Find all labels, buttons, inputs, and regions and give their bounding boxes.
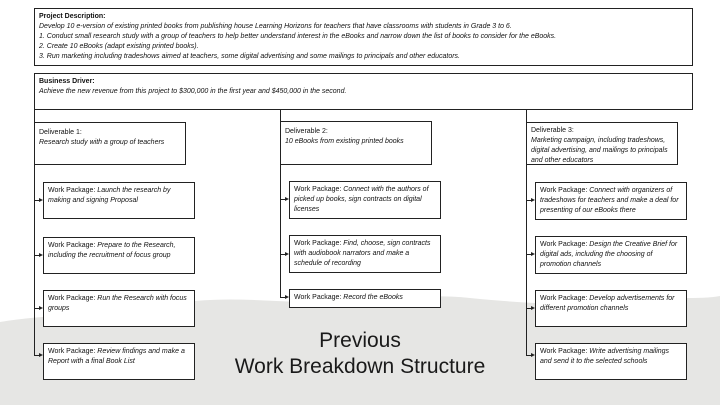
work-package-label: Work Package: — [294, 294, 342, 301]
deliverable-text: Marketing campaign, including tradeshows… — [531, 137, 668, 164]
work-package-box: Work Package: Write advertising mailings… — [535, 343, 687, 380]
work-package-box: Work Package: Launch the research by mak… — [43, 182, 195, 219]
connector-line — [526, 355, 532, 356]
work-package-box: Work Package: Connect with the authors o… — [289, 181, 441, 219]
slide-title-line1: Previous — [319, 329, 401, 352]
work-package-box: Work Package: Run the Research with focu… — [43, 290, 195, 327]
work-package-text: Launch the research by making and signin… — [48, 187, 171, 204]
slide-title: Previous Work Breakdown Structure — [210, 328, 510, 380]
work-package-label: Work Package: — [48, 242, 96, 249]
arrow-icon — [285, 252, 289, 256]
deliverable-label: Deliverable 3: — [531, 127, 574, 134]
arrow-icon — [285, 197, 289, 201]
arrow-icon — [39, 198, 43, 202]
arrow-icon — [285, 295, 289, 299]
work-package-box: Work Package: Connect with organizers of… — [535, 182, 687, 220]
deliverable-text: Research study with a group of teachers — [39, 139, 165, 146]
work-package-box: Work Package: Find, choose, sign contrac… — [289, 235, 441, 273]
connector-line — [280, 165, 281, 297]
work-package-label: Work Package: — [540, 241, 588, 248]
connector-line — [34, 165, 35, 355]
arrow-icon — [531, 252, 535, 256]
connector-line — [34, 255, 40, 256]
work-package-box: Work Package: Develop advertisements for… — [535, 290, 687, 327]
connector-line — [280, 199, 286, 200]
arrow-icon — [39, 253, 43, 257]
deliverable-2-box: Deliverable 2: 10 eBooks from existing p… — [280, 121, 432, 165]
work-package-text: Design the Creative Brief for digital ad… — [540, 241, 678, 268]
deliverable-label: Deliverable 1: — [39, 129, 82, 136]
connector-line — [34, 110, 35, 122]
arrow-icon — [39, 306, 43, 310]
work-package-box: Work Package: Review findings and make a… — [43, 343, 195, 380]
connector-line — [34, 355, 40, 356]
connector-line — [34, 308, 40, 309]
deliverable-label: Deliverable 2: — [285, 128, 328, 135]
work-package-label: Work Package: — [294, 240, 342, 247]
project-description-box: Project Description: Develop 10 e-versio… — [34, 8, 693, 66]
connector-line — [280, 110, 281, 121]
connector-line — [526, 165, 527, 355]
connector-line — [526, 110, 527, 122]
arrow-icon — [531, 306, 535, 310]
work-package-label: Work Package: — [48, 348, 96, 355]
deliverable-1-box: Deliverable 1: Research study with a gro… — [34, 122, 186, 165]
deliverable-text: 10 eBooks from existing printed books — [285, 138, 404, 145]
work-package-text: Connect with the authors of picked up bo… — [294, 186, 429, 213]
project-description-line: 3. Run marketing including tradeshows ai… — [39, 53, 461, 60]
work-package-text: Write advertising mailings and send it t… — [540, 348, 670, 365]
work-package-label: Work Package: — [48, 187, 96, 194]
connector-line — [34, 200, 40, 201]
arrow-icon — [531, 198, 535, 202]
work-package-label: Work Package: — [540, 295, 588, 302]
arrow-icon — [39, 353, 43, 357]
business-driver-label: Business Driver: — [39, 78, 95, 85]
connector-line — [526, 308, 532, 309]
slide-title-line2: Work Breakdown Structure — [234, 355, 486, 378]
work-package-box: Work Package: Record the eBooks — [289, 289, 441, 308]
project-description-label: Project Description: — [39, 13, 106, 20]
work-package-text: Review findings and make a Report with a… — [48, 348, 185, 365]
work-package-box: Work Package: Design the Creative Brief … — [535, 236, 687, 274]
work-package-text: Run the Research with focus groups — [48, 295, 187, 312]
arrow-icon — [531, 353, 535, 357]
project-description-line: Develop 10 e-version of existing printed… — [39, 23, 512, 30]
work-package-text: Develop advertisements for different pro… — [540, 295, 675, 312]
deliverable-3-box: Deliverable 3: Marketing campaign, inclu… — [526, 122, 678, 165]
connector-line — [280, 254, 286, 255]
project-description-line: 1. Conduct small research study with a g… — [39, 33, 557, 40]
business-driver-text: Achieve the new revenue from this projec… — [39, 88, 347, 95]
work-package-text: Record the eBooks — [343, 294, 403, 301]
work-package-box: Work Package: Prepare to the Research, i… — [43, 237, 195, 274]
business-driver-box: Business Driver: Achieve the new revenue… — [34, 73, 693, 110]
connector-line — [526, 200, 532, 201]
work-package-text: Connect with organizers of tradeshows fo… — [540, 187, 679, 214]
work-package-label: Work Package: — [294, 186, 342, 193]
work-package-text: Prepare to the Research, including the r… — [48, 242, 176, 259]
work-package-label: Work Package: — [540, 348, 588, 355]
work-package-text: Find, choose, sign contracts with audiob… — [294, 240, 431, 267]
project-description-line: 2. Create 10 eBooks (adapt existing prin… — [39, 43, 199, 50]
connector-line — [280, 297, 286, 298]
connector-line — [526, 254, 532, 255]
work-package-label: Work Package: — [48, 295, 96, 302]
work-package-label: Work Package: — [540, 187, 588, 194]
